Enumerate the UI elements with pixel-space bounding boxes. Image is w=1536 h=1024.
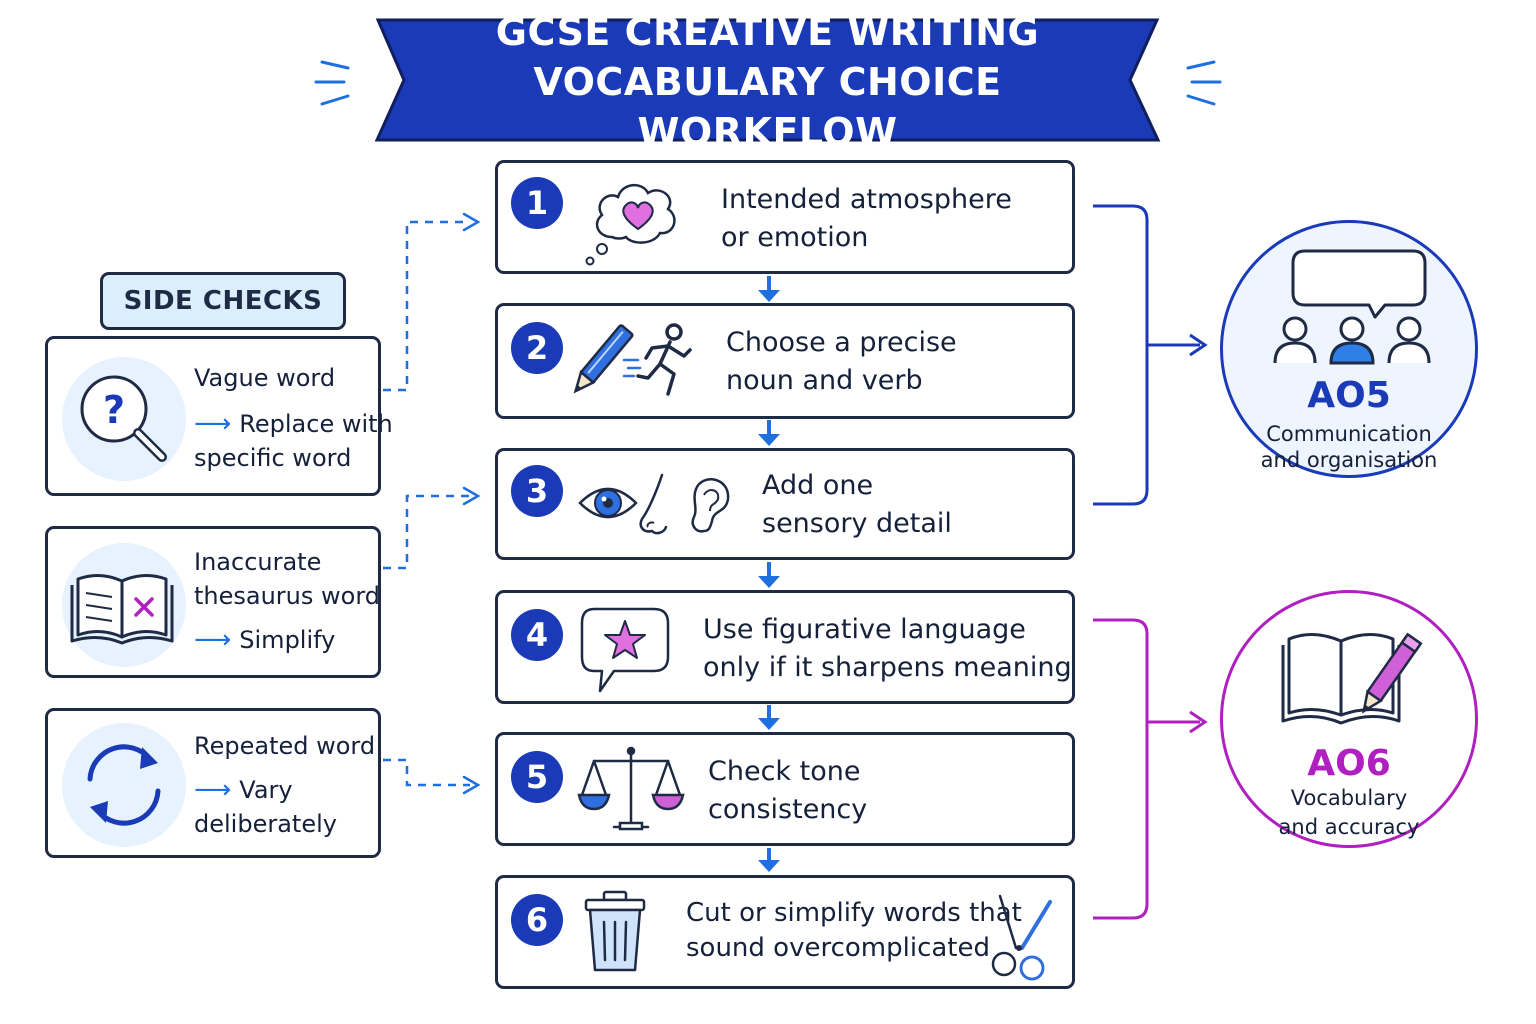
senses-icon — [578, 473, 730, 535]
side-check-fix-line-2: specific word — [194, 444, 352, 472]
step-text-line-2: sound overcomplicated — [686, 933, 990, 963]
side-check-fix-text: Simplify — [239, 626, 336, 654]
step-number-badge: 4 — [511, 609, 563, 661]
side-check-problem: Vague word — [194, 364, 336, 392]
bin-icon — [584, 890, 646, 972]
step-text-line-1: Check tone — [708, 756, 861, 787]
side-check-text: Vague word ⟶Replace with specific word — [194, 361, 393, 475]
side-check-text: Repeated word ⟶Vary deliberately — [194, 729, 375, 841]
scales-icon — [577, 746, 685, 831]
cycle-arrows-icon — [87, 744, 161, 826]
step-card-1: 1 Intended atmosphere or emotion — [495, 160, 1075, 274]
ao6-description-line-1: Vocabulary — [1290, 786, 1408, 810]
step-card-3: 3 Add one sensory detail — [495, 448, 1075, 560]
step-text: Add one sensory detail — [762, 467, 952, 543]
scissors-icon — [991, 894, 1052, 981]
right-spark-icon — [1186, 60, 1222, 106]
side-check-problem-line-1: Inaccurate — [194, 548, 322, 576]
step-text-line-2: only if it sharpens meaning — [703, 652, 1072, 683]
step-text: Cut or simplify words that sound overcom… — [686, 896, 1022, 966]
side-check-fix-line-2: deliberately — [194, 810, 337, 838]
ao5-circle: AO5 Communication and organisation — [1220, 220, 1478, 478]
magnifier-question-icon: ? — [80, 375, 167, 462]
step-text: Intended atmosphere or emotion — [721, 181, 1012, 257]
step-text-line-1: Add one — [762, 470, 874, 501]
pencil-runner-icon — [573, 323, 692, 396]
ao6-circle: AO6 Vocabulary and accuracy — [1220, 590, 1478, 848]
side-check-fix: ⟶Vary — [194, 773, 375, 807]
step-number-badge: 2 — [511, 322, 563, 374]
step-number-badge: 5 — [511, 751, 563, 803]
right-arrow-icon: ⟶ — [194, 409, 232, 439]
side-check-card-vague-word: ? Vague word ⟶Replace with specific word — [45, 336, 393, 496]
step-text-line-2: consistency — [708, 794, 868, 825]
step-text-line-1: Intended atmosphere — [721, 184, 1012, 215]
book-pencil-icon — [1281, 632, 1423, 725]
thought-heart-icon — [585, 184, 676, 266]
step-text: Use figurative language only if it sharp… — [703, 611, 1072, 687]
step-text-line-2: noun and verb — [726, 365, 923, 396]
step-text: Choose a precise noun and verb — [726, 324, 957, 400]
ao5-code: AO5 — [1307, 375, 1391, 416]
step-card-2: 2 Choose a precise noun and verb — [495, 303, 1075, 419]
ao6-description: Vocabulary and accuracy — [1220, 785, 1478, 840]
step-text-line-1: Use figurative language — [703, 614, 1026, 645]
right-arrow-icon: ⟶ — [194, 775, 232, 805]
page-title: GCSE CREATIVE WRITING VOCABULARY CHOICE … — [400, 10, 1135, 154]
side-check-text: Inaccurate thesaurus word ⟶Simplify — [194, 545, 380, 657]
side-check-card-repeated-word: Repeated word ⟶Vary deliberately — [45, 708, 381, 858]
step-text-line-2: sensory detail — [762, 508, 952, 539]
title-line-1: GCSE CREATIVE WRITING — [495, 10, 1040, 54]
book-cross-icon — [70, 574, 174, 645]
step-number-badge: 3 — [511, 465, 563, 517]
ao5-description-line-2: and organisation — [1260, 448, 1438, 472]
step-arrows — [758, 276, 780, 872]
side-check-problem: Repeated word — [194, 732, 376, 760]
ao6-code: AO6 — [1307, 743, 1391, 784]
side-check-fix-line-1: Vary — [239, 776, 293, 804]
side-checks-label: SIDE CHECKS — [100, 272, 346, 330]
step-card-6: 6 Cut or simplify words that sound overc… — [495, 875, 1075, 989]
right-arrow-icon: ⟶ — [194, 625, 232, 655]
step-text: Check tone consistency — [708, 753, 867, 829]
side-check-icon-circle: ? — [62, 357, 186, 481]
side-check-arrowheads — [462, 212, 481, 795]
title-line-2: VOCABULARY CHOICE WORKFLOW — [533, 60, 1002, 154]
side-check-fix: ⟶Simplify — [194, 623, 380, 657]
step-text-line-1: Cut or simplify words that — [686, 898, 1022, 928]
step-card-4: 4 Use figurative language only if it sha… — [495, 590, 1075, 704]
side-check-fix-line-1: Replace with — [239, 410, 393, 438]
svg-text:?: ? — [103, 388, 125, 432]
side-check-problem-line-2: thesaurus word — [194, 582, 381, 610]
side-check-icon-circle — [62, 543, 186, 667]
step-card-5: 5 Check tone consistency — [495, 732, 1075, 846]
left-spark-icon — [314, 60, 350, 106]
step-text-line-1: Choose a precise — [726, 327, 957, 358]
side-check-card-inaccurate-word: Inaccurate thesaurus word ⟶Simplify — [45, 526, 381, 678]
ao6-bracket — [1093, 618, 1208, 920]
step-number-badge: 1 — [511, 177, 563, 229]
step-number-badge: 6 — [511, 894, 563, 946]
ao5-description-line-1: Communication — [1266, 422, 1432, 446]
ao5-description: Communication and organisation — [1220, 421, 1478, 473]
speech-star-icon — [580, 607, 670, 693]
ao5-bracket — [1093, 204, 1208, 506]
side-check-icon-circle — [62, 723, 186, 847]
step-text-line-2: or emotion — [721, 222, 869, 253]
side-check-fix: ⟶Replace with — [194, 407, 393, 441]
group-discussion-icon — [1273, 249, 1431, 365]
side-check-connectors — [383, 220, 470, 787]
title-banner — [374, 18, 1161, 142]
ao6-description-line-2: and accuracy — [1278, 815, 1420, 839]
